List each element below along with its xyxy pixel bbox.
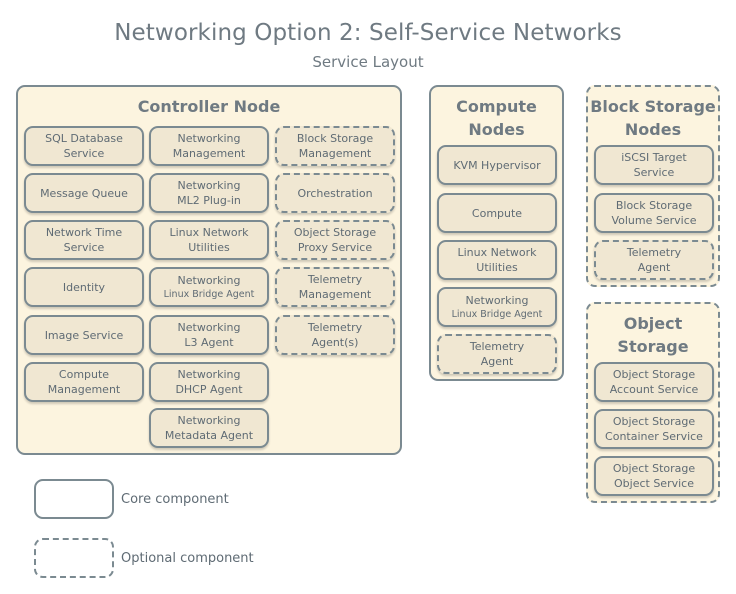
service-line2: Management xyxy=(298,288,372,301)
service-block-storage-volume: Block Storage Volume Service xyxy=(594,193,714,233)
service-line1: Image Service xyxy=(44,328,124,342)
diagram-subtitle: Service Layout xyxy=(312,53,424,71)
service-line1: Network Time xyxy=(45,226,123,239)
service-line1: Telemetry xyxy=(307,273,363,286)
service-line1: Networking xyxy=(177,414,241,427)
object-storage-title-line1: Object xyxy=(623,314,683,333)
compute-nodes-title: Compute Nodes xyxy=(431,95,562,141)
service-line1: Message Queue xyxy=(40,186,128,200)
service-line2: Management xyxy=(47,383,121,396)
service-line1: Object Storage xyxy=(612,415,696,428)
service-line1: Block Storage xyxy=(296,132,374,145)
object-storage-nodes: Object Storage Nodes Object Storage Acco… xyxy=(586,302,720,503)
service-line2: Proxy Service xyxy=(297,241,373,254)
service-line1: Networking xyxy=(177,368,241,381)
service-line1: iSCSI Target xyxy=(621,151,687,164)
service-line1: Networking xyxy=(177,132,241,145)
service-line2: Service xyxy=(63,241,105,254)
legend-core-swatch xyxy=(34,479,114,519)
service-line2: L3 Agent xyxy=(184,336,234,349)
service-line1: Identity xyxy=(62,280,106,294)
service-line2: Agent(s) xyxy=(311,336,359,349)
service-line2: Agent xyxy=(480,355,514,368)
block-storage-nodes: Block Storage Nodes iSCSI Target Service… xyxy=(586,85,720,287)
service-line1: Networking xyxy=(177,179,241,192)
service-linux-network-utilities: Linux Network Utilities xyxy=(437,240,557,280)
service-orchestration: Orchestration xyxy=(275,173,395,213)
service-line2: Linux Bridge Agent xyxy=(163,289,255,300)
service-line1: Networking xyxy=(177,321,241,334)
service-image: Image Service xyxy=(24,315,144,355)
service-object-storage-object: Object Storage Object Service xyxy=(594,456,714,496)
service-line2: Service xyxy=(633,166,675,179)
service-line2: Utilities xyxy=(188,241,230,254)
service-line2: Management xyxy=(172,147,246,160)
service-networking-management: Networking Management xyxy=(149,126,269,166)
service-line2: Agent xyxy=(637,261,671,274)
service-line1: Compute xyxy=(58,368,110,381)
service-line2: Account Service xyxy=(609,383,699,396)
service-sql-database: SQL Database Service xyxy=(24,126,144,166)
service-network-time: Network Time Service xyxy=(24,220,144,260)
service-line1: KVM Hypervisor xyxy=(453,158,541,172)
service-line1: Compute xyxy=(471,206,523,220)
service-object-storage-account: Object Storage Account Service xyxy=(594,362,714,402)
service-identity: Identity xyxy=(24,267,144,307)
service-line1: Block Storage xyxy=(615,199,693,212)
service-line1: Orchestration xyxy=(297,186,373,200)
compute-title-line2: Nodes xyxy=(468,120,525,139)
service-line1: Telemetry xyxy=(307,321,363,334)
service-compute: Compute xyxy=(437,193,557,233)
service-object-storage-container: Object Storage Container Service xyxy=(594,409,714,449)
block-storage-title-line1: Block Storage xyxy=(590,97,716,116)
service-networking-dhcp-agent: Networking DHCP Agent xyxy=(149,362,269,402)
service-line2: DHCP Agent xyxy=(175,383,243,396)
service-line2: Management xyxy=(298,147,372,160)
service-line2: Service xyxy=(63,147,105,160)
service-linux-network-utilities: Linux Network Utilities xyxy=(149,220,269,260)
service-telemetry-agents: Telemetry Agent(s) xyxy=(275,315,395,355)
service-line1: Telemetry xyxy=(626,246,682,259)
compute-title-line1: Compute xyxy=(456,97,537,116)
service-networking-linux-bridge-agent: Networking Linux Bridge Agent xyxy=(149,267,269,307)
service-line2: Volume Service xyxy=(611,214,697,227)
service-line1: Networking xyxy=(465,294,529,307)
diagram-title: Networking Option 2: Self-Service Networ… xyxy=(114,20,622,46)
service-networking-linux-bridge-agent: Networking Linux Bridge Agent xyxy=(437,287,557,327)
service-object-storage-proxy: Object Storage Proxy Service xyxy=(275,220,395,260)
service-line2: Metadata Agent xyxy=(164,429,254,442)
service-telemetry-agent: Telemetry Agent xyxy=(594,240,714,280)
service-line1: SQL Database xyxy=(45,132,123,145)
legend-core-label: Core component xyxy=(121,492,229,507)
controller-node: Controller Node SQL Database Service Net… xyxy=(16,85,402,455)
service-line1: Object Storage xyxy=(612,368,696,381)
legend-optional-swatch xyxy=(34,538,114,578)
service-line1: Linux Network xyxy=(169,226,249,239)
service-telemetry-management: Telemetry Management xyxy=(275,267,395,307)
service-line2: ML2 Plug-in xyxy=(177,194,241,207)
compute-nodes: Compute Nodes KVM Hypervisor Compute Lin… xyxy=(429,85,564,381)
service-message-queue: Message Queue xyxy=(24,173,144,213)
legend-optional-label: Optional component xyxy=(121,551,254,566)
service-line1: Linux Network xyxy=(457,246,537,259)
service-line2: Object Service xyxy=(614,477,694,490)
service-compute-management: Compute Management xyxy=(24,362,144,402)
block-storage-nodes-title: Block Storage Nodes xyxy=(588,95,718,141)
service-telemetry-agent: Telemetry Agent xyxy=(437,334,557,374)
service-line2: Linux Bridge Agent xyxy=(451,309,543,320)
service-line1: Object Storage xyxy=(293,226,377,239)
service-block-storage-management: Block Storage Management xyxy=(275,126,395,166)
service-iscsi-target: iSCSI Target Service xyxy=(594,145,714,185)
service-line1: Object Storage xyxy=(612,462,696,475)
service-line1: Networking xyxy=(177,274,241,287)
controller-node-title: Controller Node xyxy=(137,97,281,116)
service-line2: Container Service xyxy=(605,430,703,443)
block-storage-title-line2: Nodes xyxy=(624,120,682,139)
service-networking-l3-agent: Networking L3 Agent xyxy=(149,315,269,355)
service-line2: Utilities xyxy=(476,261,518,274)
service-kvm-hypervisor: KVM Hypervisor xyxy=(437,145,557,185)
service-networking-metadata-agent: Networking Metadata Agent xyxy=(149,408,269,448)
service-line1: Telemetry xyxy=(469,340,525,353)
service-networking-ml2-plugin: Networking ML2 Plug-in xyxy=(149,173,269,213)
